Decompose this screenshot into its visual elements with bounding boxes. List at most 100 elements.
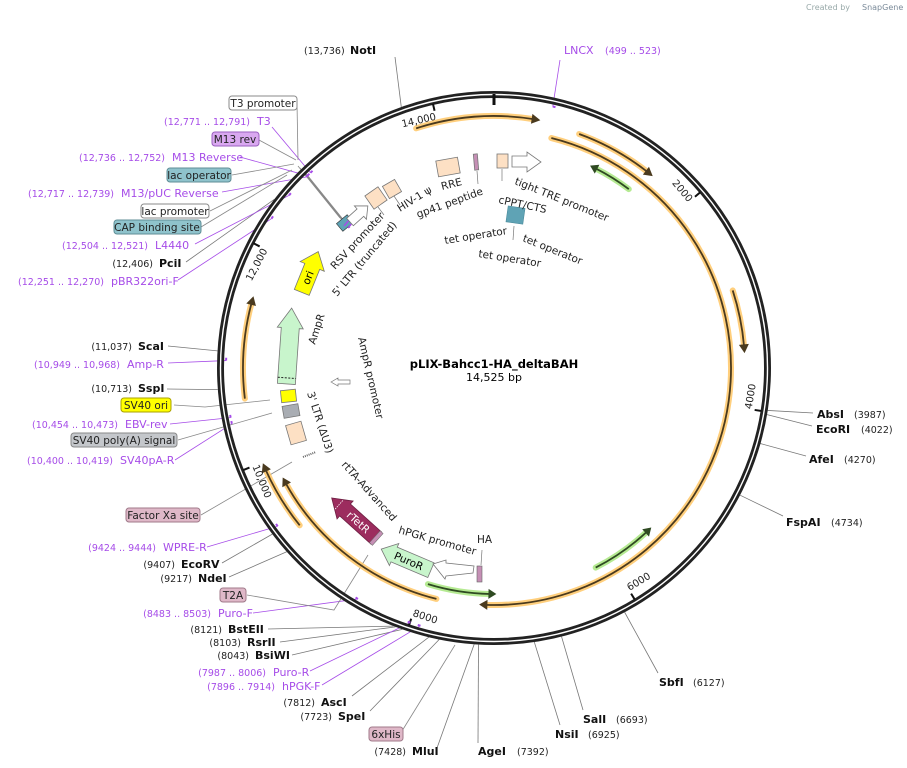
enzyme-asci[interactable]: AscI bbox=[321, 696, 347, 709]
enzyme-scai[interactable]: ScaI bbox=[138, 340, 164, 353]
enzyme-ecori[interactable]: EcoRI bbox=[816, 423, 850, 436]
primer-leader-line bbox=[271, 126, 311, 173]
primer-leader-line bbox=[239, 156, 308, 177]
enzyme-leader-line bbox=[167, 345, 218, 352]
orf-orf-arrowhead bbox=[530, 113, 541, 124]
enzyme-afei[interactable]: AfeI bbox=[809, 453, 834, 466]
ampr-promoter-arrow[interactable] bbox=[330, 377, 351, 387]
primer-ebv-rev[interactable]: EBV-rev bbox=[125, 418, 168, 431]
plasmid-length: 14,525 bp bbox=[466, 371, 522, 384]
sv40-polya-box[interactable] bbox=[281, 403, 301, 419]
primer-hpgk-f[interactable]: hPGK-F bbox=[282, 680, 320, 693]
cppt-cts-box[interactable] bbox=[496, 153, 509, 169]
box-label: SV40 poly(A) signal bbox=[73, 435, 176, 447]
feature-leader-line bbox=[401, 644, 456, 732]
ltr5-box[interactable] bbox=[364, 186, 388, 210]
primer-puro-r[interactable]: Puro-R bbox=[273, 666, 310, 679]
primer-lncx[interactable]: LNCX bbox=[564, 44, 594, 57]
tight-tre-promoter-arrow[interactable] bbox=[511, 151, 542, 173]
enzyme-leader-line bbox=[291, 628, 403, 656]
primer-leader-line bbox=[206, 525, 278, 548]
ring-tick-mark bbox=[252, 242, 261, 248]
primer-mark bbox=[305, 174, 309, 178]
feature-box-t2a[interactable]: T2A bbox=[219, 587, 247, 603]
enzyme-pos-mlui: (7428) bbox=[374, 747, 406, 758]
enzyme-pos-bsiwi: (8043) bbox=[217, 651, 249, 662]
feature-box-sv40-polya-signal[interactable]: SV40 poly(A) signal bbox=[70, 432, 178, 448]
enzyme-sali[interactable]: SalI bbox=[583, 713, 606, 726]
primer-mark bbox=[407, 620, 411, 624]
enzyme-noti[interactable]: NotI bbox=[350, 44, 376, 57]
feature-box-6xhis[interactable]: 6xHis bbox=[368, 726, 404, 742]
orf-orf-arrowhead bbox=[282, 477, 292, 488]
rre-box[interactable] bbox=[435, 156, 461, 178]
primer-range-puro-f: (8483 .. 8503) bbox=[143, 609, 211, 620]
primer-amp-r[interactable]: Amp-R bbox=[127, 358, 164, 371]
enzyme-mlui[interactable]: MluI bbox=[412, 745, 439, 758]
ring-tick-mark bbox=[630, 593, 636, 601]
watermark-snapgene-logo: SnapGene bbox=[862, 3, 903, 12]
orf-orf-arc bbox=[264, 469, 301, 526]
rtetr-arrow[interactable]: rTetR bbox=[324, 489, 386, 548]
primer-m13-puc-reverse[interactable]: M13/pUC Reverse bbox=[121, 187, 219, 200]
tet-operator-box[interactable] bbox=[505, 205, 526, 225]
feature-box-t3-promoter[interactable]: T3 promoter bbox=[228, 95, 298, 111]
feature-box-m13-rev[interactable]: M13 rev bbox=[211, 131, 260, 147]
primer-pbr322ori-f[interactable]: pBR322ori-F bbox=[111, 275, 179, 288]
enzyme-leader-line bbox=[267, 625, 394, 630]
feature-box-cap-binding-site[interactable]: CAP binding site bbox=[113, 219, 202, 235]
ori-arrow[interactable]: ori bbox=[290, 247, 331, 298]
enzyme-ndei[interactable]: NdeI bbox=[198, 572, 227, 585]
enzyme-rsrii[interactable]: RsrII bbox=[247, 636, 276, 649]
box-label: 6xHis bbox=[371, 729, 400, 741]
enzyme-fspai[interactable]: FspAI bbox=[786, 516, 821, 529]
primer-sv40pa-r[interactable]: SV40pA-R bbox=[120, 454, 175, 467]
enzyme-pos-sbfi: (6127) bbox=[693, 678, 725, 689]
enzyme-nsii[interactable]: NsiI bbox=[555, 728, 579, 741]
primer-puro-f[interactable]: Puro-F bbox=[218, 607, 253, 620]
sv40-ori-box[interactable] bbox=[279, 388, 298, 404]
enzyme-ecorv[interactable]: EcoRV bbox=[181, 558, 220, 571]
primer-range-amp-r: (10,949 .. 10,968) bbox=[34, 360, 120, 371]
enzyme-leader-line bbox=[394, 56, 402, 108]
primer-m13-reverse[interactable]: M13 Reverse bbox=[172, 151, 243, 164]
primer-range-hpgk-f: (7896 .. 7914) bbox=[207, 682, 275, 693]
outer-labels: (13,736) NotI LNCX (499 .. 523) T3 promo… bbox=[18, 44, 893, 758]
enzyme-spei[interactable]: SpeI bbox=[338, 710, 365, 723]
enzyme-pcii[interactable]: PciI bbox=[159, 257, 181, 270]
green-orf-arc-glow bbox=[592, 528, 650, 571]
gp41-peptide-mark[interactable] bbox=[472, 153, 480, 171]
ha-tag-mark[interactable] bbox=[476, 565, 483, 583]
orf-orf-arc bbox=[415, 115, 534, 130]
hiv-psi-box[interactable] bbox=[381, 178, 403, 200]
enzyme-sspi[interactable]: SspI bbox=[138, 382, 164, 395]
primer-wpre-r[interactable]: WPRE-R bbox=[163, 541, 207, 554]
feature-box-lac-operator[interactable]: lac operator bbox=[166, 167, 232, 183]
enzyme-leader-line bbox=[561, 636, 584, 711]
ltr3-box[interactable] bbox=[285, 420, 307, 446]
enzyme-pos-afei: (4270) bbox=[844, 455, 876, 466]
ampr-arrow[interactable] bbox=[273, 307, 304, 385]
feature-box-sv40-ori[interactable]: SV40 ori bbox=[120, 397, 172, 413]
enzyme-bsteii[interactable]: BstEII bbox=[228, 623, 264, 636]
feature-box-lac-promoter[interactable]: lac promoter bbox=[140, 203, 210, 219]
ring-tick-label: 8000 bbox=[411, 608, 439, 626]
enzyme-sbfi[interactable]: SbfI bbox=[659, 676, 684, 689]
enzyme-agei[interactable]: AgeI bbox=[478, 745, 506, 758]
primer-range-m13-puc-reverse: (12,717 .. 12,739) bbox=[28, 189, 114, 200]
puror-arrow[interactable]: PuroR bbox=[377, 538, 436, 581]
enzyme-leader-line bbox=[369, 639, 440, 712]
enzyme-absi[interactable]: AbsI bbox=[817, 408, 844, 421]
rsv-promoter-arrow[interactable] bbox=[344, 199, 374, 228]
enzyme-pos-bsteii: (8121) bbox=[190, 625, 222, 636]
feature-box-factor-xa-site[interactable]: Factor Xa site bbox=[125, 507, 201, 523]
primer-t3[interactable]: T3 bbox=[256, 115, 271, 128]
enzyme-bsiwi[interactable]: BsiWI bbox=[255, 649, 290, 662]
primer-range-t3: (12,771 .. 12,791) bbox=[164, 117, 250, 128]
box-label: CAP binding site bbox=[114, 222, 200, 234]
enzyme-leader-line bbox=[185, 199, 275, 263]
enzyme-pos-noti: (13,736) bbox=[304, 46, 345, 57]
hpgk-promoter-arrow[interactable] bbox=[432, 559, 475, 580]
primer-l4440[interactable]: L4440 bbox=[155, 239, 189, 252]
box-label: Factor Xa site bbox=[127, 510, 198, 522]
